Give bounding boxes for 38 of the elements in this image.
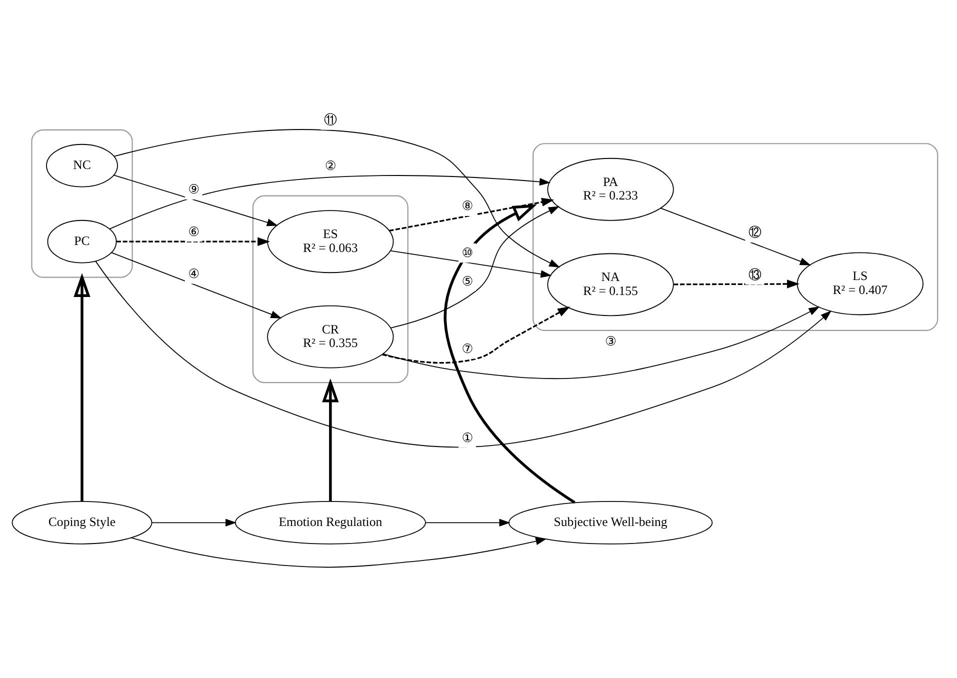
edge-label: ⑦ [462,342,474,358]
arrow [444,204,576,504]
arrow [74,273,90,502]
arrow [322,378,339,502]
edge-label: ⑪ [324,113,338,128]
edge-label: ② [324,158,336,174]
node-ellipse: NC [46,144,118,188]
arrow [113,174,278,226]
edge-label: ⑧ [462,199,474,214]
arrow [116,237,270,246]
node-ellipse: Emotion Regulation [234,501,426,544]
edge-label: ① [462,430,474,446]
arrow [382,306,570,364]
cluster [252,195,408,384]
node-ellipse: PC [47,220,117,264]
edge-label: ⑨ [188,182,200,198]
edge-label: ⑬ [748,268,762,283]
cluster [31,129,133,278]
arrow [390,250,552,278]
arrow [425,518,510,527]
edge-label: ⑥ [188,224,200,240]
arrow [110,252,282,318]
arrow [390,206,560,328]
arrow [151,518,237,527]
arrow [109,175,550,230]
edge-label: ⑫ [748,226,762,241]
edge-label: ⑩ [462,246,474,261]
node-ellipse: Coping Style [12,501,152,544]
edge-label: ④ [188,266,200,282]
edge-label: ⑤ [462,274,474,290]
arrow [382,306,820,380]
cluster [532,143,938,331]
edge-label: ③ [605,334,617,350]
arrow [674,280,800,288]
node-ellipse: CR R² = 0.355 [267,305,394,368]
arrow [660,208,811,266]
arrow [114,129,560,268]
arrow [130,537,547,568]
